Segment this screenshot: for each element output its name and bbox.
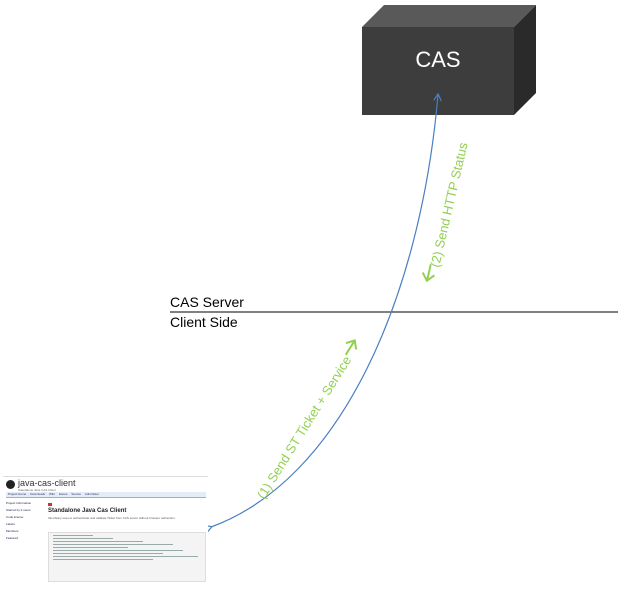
cas-server-box: CAS (362, 5, 536, 115)
client-code-block (48, 532, 206, 582)
cas-box-side (514, 5, 536, 115)
client-sidebar-item: Starred by 2 users (6, 508, 31, 512)
client-tab: Downloads (30, 492, 46, 496)
client-zone-label: Client Side (170, 314, 238, 330)
cas-box-top (362, 5, 536, 27)
flow-send-status: (2) Send HTTP Status (427, 140, 470, 268)
flow-send-ticket-label: (1) Send ST Ticket + Service (254, 353, 354, 501)
flag-icon (48, 503, 52, 506)
up-arrow-icon (344, 339, 358, 356)
client-sidebar-item: Code license (6, 515, 24, 519)
client-project-title: java-cas-client (18, 478, 76, 488)
client-sidebar-item: Project Information (6, 501, 32, 505)
request-response-arc (211, 95, 438, 527)
client-sidebar-item: Labels (6, 522, 15, 526)
project-logo-icon (6, 480, 15, 489)
client-tab: Wiki (49, 492, 55, 496)
client-tab: Source (71, 492, 81, 496)
flow-send-status-label: (2) Send HTTP Status (427, 140, 470, 268)
client-tab: Project Home (8, 492, 27, 496)
cas-box-label: CAS (415, 47, 460, 72)
client-page-heading: Standalone Java Cas Client (48, 508, 127, 514)
client-tabs: Project Home Downloads Wiki Issues Sourc… (6, 492, 206, 498)
client-app-screenshot: java-cas-client Standalone Java CAS Clie… (3, 476, 208, 583)
server-zone-label: CAS Server (170, 294, 244, 310)
client-sidebar: Project Information Starred by 2 users C… (6, 501, 42, 581)
client-tab: Administer (84, 492, 100, 496)
client-sidebar-item: Members (6, 529, 19, 533)
client-project-subtitle: Standalone Java CAS Client (18, 488, 56, 492)
down-arrow-icon (421, 263, 435, 283)
client-sidebar-item: Featured (6, 536, 19, 540)
client-tab: Issues (58, 492, 68, 496)
flow-send-ticket: (1) Send ST Ticket + Service (254, 353, 354, 501)
client-page-paragraph: this library uses to authenticate and va… (48, 516, 176, 520)
